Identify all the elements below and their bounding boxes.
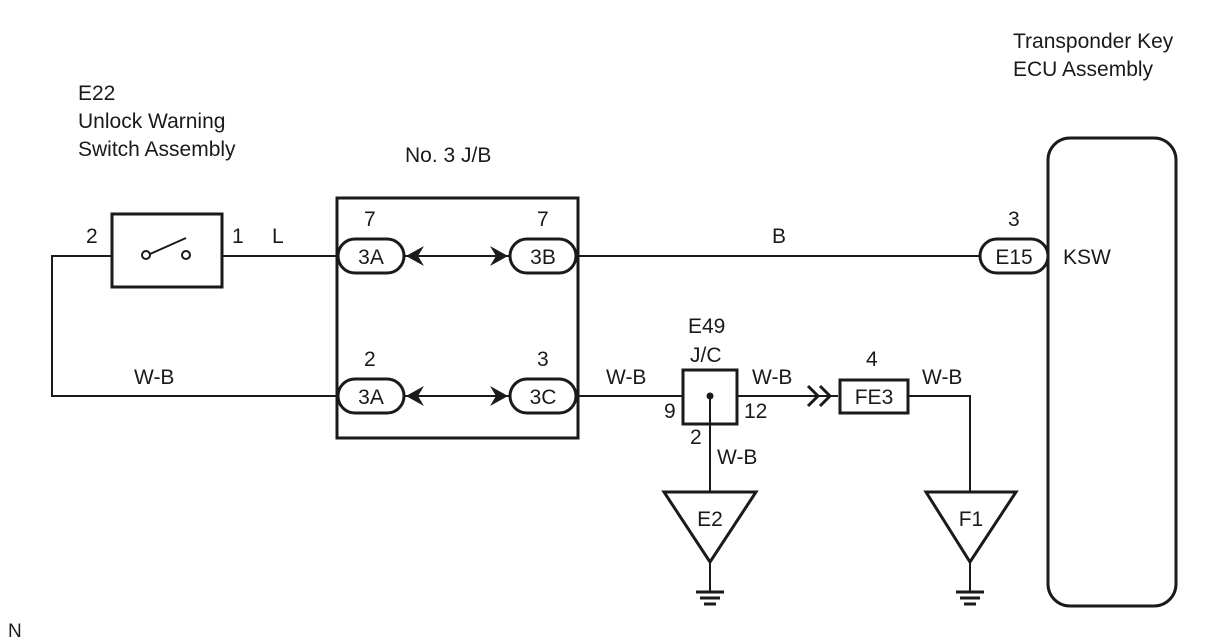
ecu-name-line2: ECU Assembly bbox=[1013, 58, 1154, 81]
jc-pin-bottom: 2 bbox=[690, 426, 702, 449]
fe3-label: FE3 bbox=[855, 386, 894, 409]
ground-e2 bbox=[661, 490, 759, 606]
wire-label-switch-return: W-B bbox=[134, 366, 174, 389]
switch-name-line1: Unlock Warning bbox=[78, 110, 225, 133]
ecu-e15-pin: 3 bbox=[1008, 208, 1020, 231]
jc-pin-left: 9 bbox=[664, 400, 676, 423]
switch-pin-left: 2 bbox=[86, 225, 98, 248]
ecu-terminal-ksw: KSW bbox=[1063, 246, 1111, 269]
jc-type: J/C bbox=[690, 344, 722, 367]
jb-arrow-left-top bbox=[406, 246, 424, 266]
jb-3a-bottom-pin: 2 bbox=[364, 348, 376, 371]
wire-label-l: L bbox=[272, 225, 284, 248]
ground-f1 bbox=[923, 490, 1019, 606]
jb-3c-pin: 3 bbox=[537, 348, 549, 371]
jb-3b-pin: 7 bbox=[537, 208, 549, 231]
ecu-e15-connector bbox=[978, 237, 1050, 275]
switch-id-label: E22 bbox=[78, 82, 115, 105]
wires bbox=[51, 255, 980, 492]
ecu-box bbox=[1046, 136, 1178, 608]
jb-3b-label: 3B bbox=[530, 246, 556, 269]
wire-fe3-f1 bbox=[908, 395, 971, 492]
jb-3a-top-label: 3A bbox=[358, 246, 384, 269]
wire-label-b: B bbox=[772, 225, 786, 248]
wire-label-fe3-f1: W-B bbox=[922, 366, 962, 389]
switch-pin-right: 1 bbox=[232, 225, 244, 248]
jc-id: E49 bbox=[688, 315, 725, 338]
wire-label-jc-fe3: W-B bbox=[752, 366, 792, 389]
footer-mark: N bbox=[8, 621, 22, 642]
wire-switch-return bbox=[51, 255, 337, 397]
jc-pin-right: 12 bbox=[744, 400, 767, 423]
jb-arrow-right-bottom bbox=[490, 386, 508, 406]
wire-label-jc-e2: W-B bbox=[717, 446, 757, 469]
jb-box bbox=[335, 196, 580, 440]
jb-3c-label: 3C bbox=[530, 386, 557, 409]
jb-3a-top-pin: 7 bbox=[364, 208, 376, 231]
jb-3a-bottom-label: 3A bbox=[358, 386, 384, 409]
fe3-connector bbox=[838, 378, 910, 415]
jb-arrow-left-bottom bbox=[406, 386, 424, 406]
ground-e2-label: E2 bbox=[697, 508, 723, 531]
ground-f1-label: F1 bbox=[959, 508, 984, 531]
ecu-e15-label: E15 bbox=[995, 246, 1032, 269]
jb-arrow-right-top bbox=[490, 246, 508, 266]
unlock-warning-switch bbox=[110, 212, 224, 289]
jb-title: No. 3 J/B bbox=[405, 144, 491, 167]
wire-label-jb-jc: W-B bbox=[606, 366, 646, 389]
ecu-name-line1: Transponder Key bbox=[1013, 30, 1174, 53]
switch-name-line2: Switch Assembly bbox=[78, 138, 236, 161]
fe3-pin: 4 bbox=[866, 348, 878, 371]
fe3-chevron bbox=[806, 384, 833, 408]
